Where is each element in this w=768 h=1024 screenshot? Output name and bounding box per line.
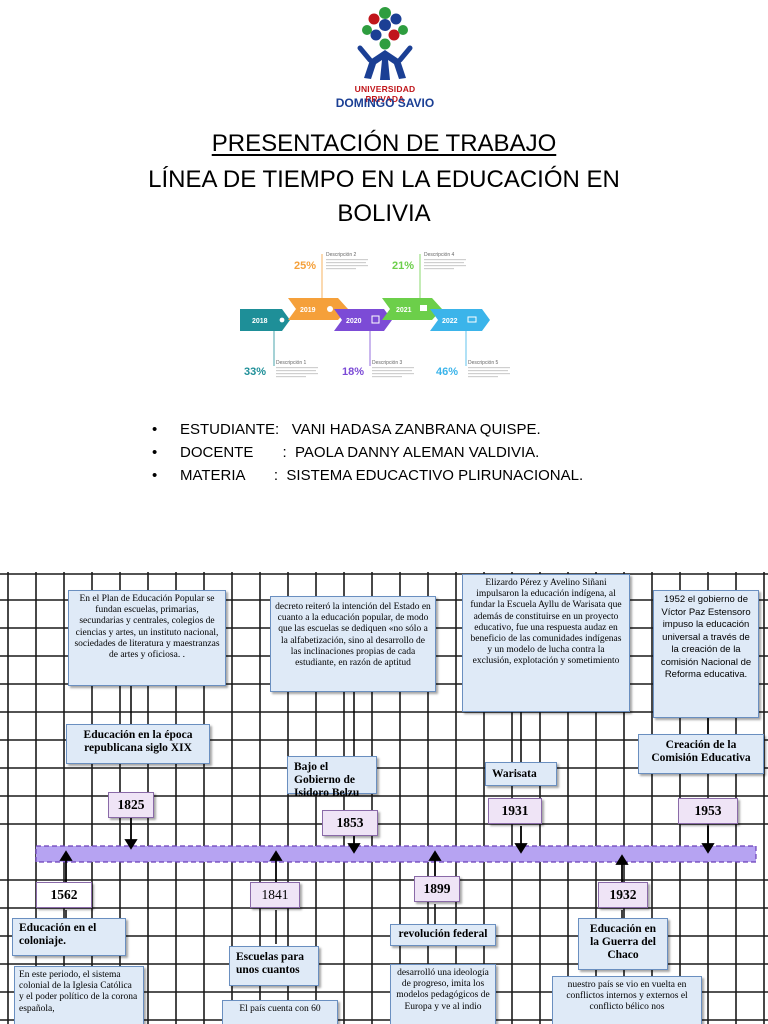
education-timeline: En el Plan de Educación Popular se funda…: [0, 572, 768, 1024]
logo-emblem-icon: [357, 7, 413, 80]
infographic-year-2018: 2018: [252, 318, 268, 325]
event-1853-description: decreto reiteró la intención del Estado …: [270, 596, 436, 692]
detail-student-label: ESTUDIANTE:: [180, 421, 280, 438]
mail-icon: [467, 316, 477, 323]
event-1825-year: 1825: [108, 792, 154, 818]
detail-teacher: •DOCENTE : PAOLA DANNY ALEMAN VALDIVIA.: [152, 444, 540, 461]
event-1562-label: Educación en el coloniaje.: [12, 918, 126, 956]
description-5-label: Descripción 5: [468, 360, 499, 366]
event-1931-year: 1931: [488, 798, 542, 824]
event-1841-year: 1841: [250, 882, 300, 908]
title-line-2: LÍNEA DE TIEMPO EN LA EDUCACIÓN EN: [148, 166, 620, 193]
event-1825-label: Educación en la época republicana siglo …: [66, 724, 210, 764]
university-logo: UNIVERSIDAD PRIVADA DOMINGO SAVIO: [336, 4, 434, 116]
detail-teacher-label: DOCENTE: [180, 444, 254, 461]
percent-46: 46%: [436, 366, 458, 378]
percent-18: 18%: [342, 366, 364, 378]
detail-student-value: VANI HADASA ZANBRANA QUISPE.: [291, 421, 541, 438]
percent-25: 25%: [294, 260, 316, 272]
arrow-2020: [334, 309, 392, 331]
event-1953-description: 1952 el gobierno de Víctor Paz Estensoro…: [653, 590, 759, 718]
event-1932-description: nuestro país se vio en vuelta en conflic…: [552, 976, 702, 1024]
infographic-svg: 2018 2019 2020 2021 2022 25% 21% 33% 18%…: [240, 252, 510, 378]
cloud-icon: [327, 306, 333, 312]
event-1953-year: 1953: [678, 798, 738, 824]
detail-subject-value: : SISTEMA EDUCACTIVO PLIRUNACIONAL.: [273, 467, 584, 484]
event-1841-label: Escuelas para unos cuantos: [229, 946, 319, 986]
event-1853-year: 1853: [322, 810, 378, 836]
arrow-2019: [288, 298, 348, 320]
title-line-1: PRESENTACIÓN DE TRABAJO: [211, 130, 557, 157]
infographic-year-2020: 2020: [346, 318, 362, 325]
timeline-infographic-image: 2018 2019 2020 2021 2022 25% 21% 33% 18%…: [238, 246, 530, 382]
event-1562-description: En este periodo, el sistema colonial de …: [14, 966, 144, 1024]
arrow-2021: [382, 298, 442, 320]
event-1853-label: Bajo el Gobierno de Isidoro Belzu: [287, 756, 377, 799]
university-name-line1: UNIVERSIDAD PRIVADA: [354, 84, 416, 104]
event-1953-label: Creación de la Comisión Educativa: [638, 734, 764, 774]
mic-icon: [279, 317, 285, 323]
detail-subject-label: MATERIA: [180, 467, 245, 484]
percent-21: 21%: [392, 260, 414, 272]
description-1-label: Descripción 1: [276, 360, 307, 366]
description-2-label: Descripción 2: [326, 252, 357, 258]
event-1931-description: Elizardo Pérez y Avelino Siñani impulsar…: [462, 574, 630, 712]
university-name-line2: DOMINGO SAVIO: [335, 96, 435, 110]
percent-33: 33%: [244, 366, 266, 378]
infographic-year-2022: 2022: [442, 318, 458, 325]
infographic-year-2021: 2021: [396, 307, 412, 314]
event-1932-label: Educación en la Guerra del Chaco: [578, 918, 668, 970]
infographic-year-2019: 2019: [300, 307, 316, 314]
timeline-axis: [35, 845, 757, 863]
detail-student: •ESTUDIANTE: VANI HADASA ZANBRANA QUISPE…: [152, 421, 541, 438]
description-3-label: Descripción 3: [372, 360, 403, 366]
event-1932-year: 1932: [598, 882, 648, 908]
detail-teacher-value: : PAOLA DANNY ALEMAN VALDIVIA.: [282, 444, 540, 461]
chat-icon: [420, 305, 427, 311]
description-4-label: Descripción 4: [424, 252, 455, 258]
title-line-3: BOLIVIA: [337, 200, 431, 227]
event-1899-label: revolución federal: [390, 924, 496, 946]
event-1562-year: 1562: [36, 882, 92, 908]
event-1899-year: 1899: [414, 876, 460, 902]
arrow-2022: [430, 309, 490, 331]
calendar-icon: [371, 315, 380, 324]
arrow-2018: [240, 309, 290, 331]
event-1931-label: Warisata: [485, 762, 557, 786]
event-1841-description: El país cuenta con 60: [222, 1000, 338, 1024]
event-1825-description: En el Plan de Educación Popular se funda…: [68, 590, 226, 686]
detail-subject: •MATERIA : SISTEMA EDUCACTIVO PLIRUNACIO…: [152, 467, 584, 484]
event-1899-description: desarrolló una ideología de progreso, im…: [390, 964, 496, 1024]
